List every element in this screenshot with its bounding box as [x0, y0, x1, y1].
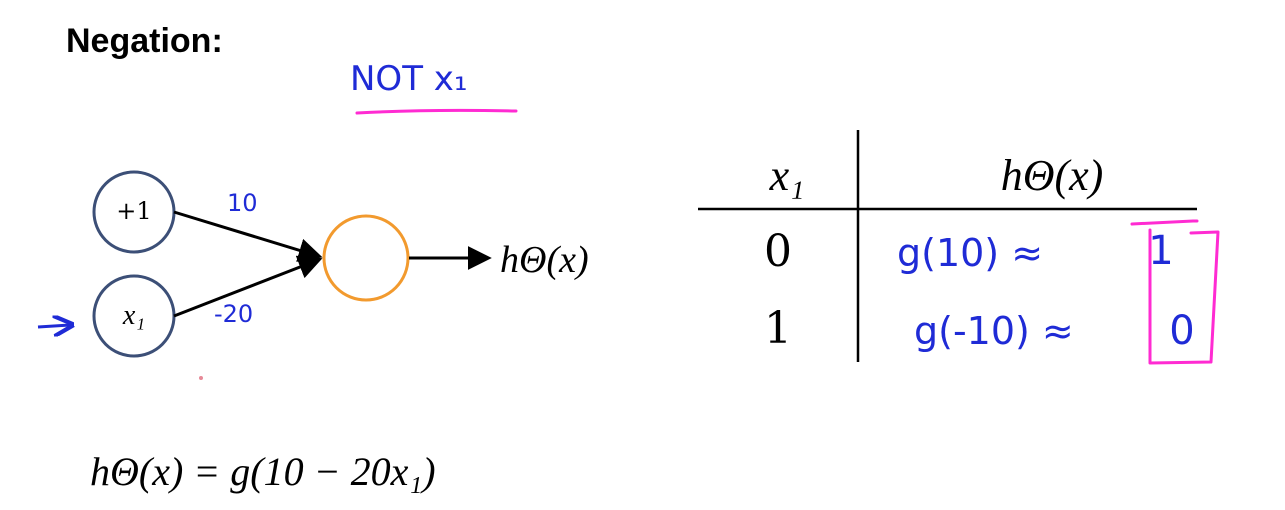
- table-header-x1: x₁: [769, 151, 805, 200]
- input-node-label: x₁: [122, 300, 145, 331]
- result-highlight-box: [1130, 219, 1220, 365]
- table-row-2-expression: g(-10) ≈: [914, 309, 1074, 353]
- bias-node-label: +1: [116, 197, 151, 225]
- table-row-1-x1: 0: [764, 226, 792, 277]
- stray-ink-mark: [199, 376, 203, 380]
- table-row-1-expression: g(10) ≈: [897, 231, 1043, 275]
- output-node: [322, 214, 410, 302]
- input-arrow-icon: [37, 325, 70, 327]
- hypothesis-equation: hΘ(x) = g(10 − 20x₁): [90, 449, 436, 494]
- table-header-h: hΘ(x): [1001, 151, 1104, 200]
- table-row-1-result: 1: [1148, 228, 1173, 274]
- table-row-2-result: 0: [1169, 308, 1194, 354]
- slide-title: Negation:: [66, 22, 223, 60]
- input-weight-label: -20: [214, 300, 253, 328]
- output-label: hΘ(x): [500, 239, 589, 281]
- annotation-underline: [355, 108, 518, 115]
- bias-edge: [173, 210, 323, 262]
- not-x1-annotation: NOT x₁: [350, 59, 468, 99]
- input-edge: [173, 255, 323, 318]
- bias-weight-label: 10: [227, 189, 258, 217]
- table-row-2-x1: 1: [764, 303, 792, 354]
